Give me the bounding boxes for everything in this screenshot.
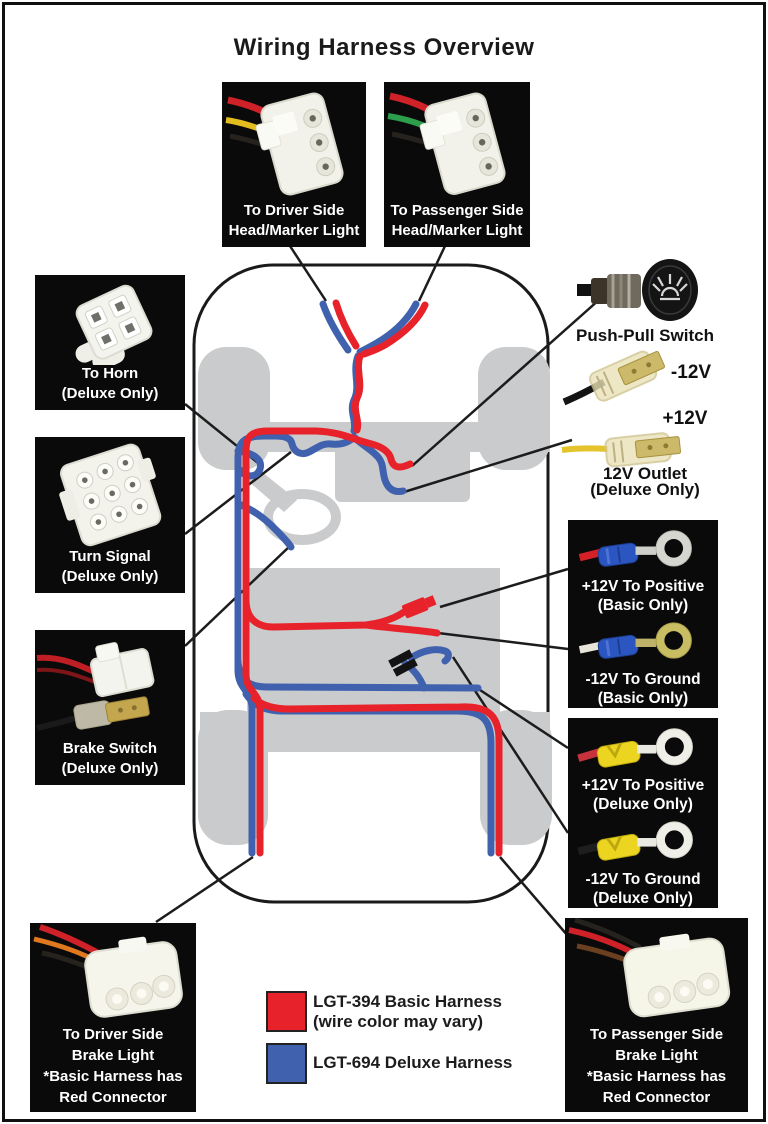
legend-swatch-basic	[266, 991, 307, 1032]
red-wire-descent	[351, 352, 364, 434]
callout-line-12v-outlet	[403, 438, 573, 494]
switch-terminal	[577, 284, 593, 296]
passenger-brake-connector-photo	[568, 918, 731, 1018]
blue-wire-headlight-right	[356, 300, 420, 356]
driver-head-label: To Driver Side Head/Marker Light	[228, 202, 360, 239]
passenger-brake-label: To Passenger Side Brake Light *Basic Har…	[586, 1026, 727, 1106]
callout-line-passenger-head	[417, 245, 447, 302]
deluxe-ground-label: -12V To Ground (Deluxe Only)	[585, 871, 701, 907]
callout-box-turn-signal: Turn Signal (Deluxe Only)	[35, 437, 185, 593]
red-wire-engine-branch-up	[242, 596, 408, 631]
basic-positive-ring-photo	[578, 530, 692, 567]
red-wire-main	[242, 427, 414, 857]
red-basic-harness-wire	[242, 299, 503, 857]
brake-switch-label: Brake Switch (Deluxe Only)	[61, 740, 159, 777]
legend-deluxe-text: LGT-694 Deluxe Harness	[313, 1053, 513, 1072]
callout-line-passenger-brake	[499, 856, 569, 937]
switch-knob	[642, 259, 698, 321]
passenger-head-label: To Passenger Side Head/Marker Light	[390, 202, 524, 239]
red-bullet-connector-icon	[402, 595, 437, 619]
pos-12v-label: +12V	[662, 408, 708, 429]
callout-box-passenger-brake-light: To Passenger Side Brake Light *Basic Har…	[565, 918, 748, 1112]
turn-signal-connector-photo	[59, 443, 162, 547]
driver-brake-connector-photo	[33, 924, 183, 1018]
callout-box-horn: To Horn (Deluxe Only)	[35, 275, 185, 410]
12v-outlet-label: 12V Outlet (Deluxe Only)	[590, 464, 700, 499]
red-wire-headlight-right	[360, 301, 429, 358]
callout-box-driver-brake-light: To Driver Side Brake Light *Basic Harnes…	[30, 923, 196, 1112]
callout-box-driver-head-light: To Driver Side Head/Marker Light	[222, 82, 366, 247]
red-wire-engine-branch-end	[362, 621, 441, 637]
basic-positive-label: +12V To Positive (Basic Only)	[581, 578, 705, 615]
callout-line-basic-positive	[439, 567, 569, 609]
callout-box-passenger-head-light: To Passenger Side Head/Marker Light	[384, 82, 530, 247]
push-pull-switch-label: Push-Pull Switch	[576, 326, 714, 345]
steering-wheel	[263, 489, 341, 545]
blue-wire-headlight-left	[319, 300, 352, 354]
basic-ground-ring-photo	[578, 622, 692, 660]
blue-wire-connector-stub-b	[407, 646, 452, 665]
callout-box-deluxe-ring-terminals: +12V To Positive (Deluxe Only) -12V To G…	[568, 718, 718, 908]
callout-box-basic-ring-terminals: +12V To Positive (Basic Only) -12V To Gr…	[568, 520, 718, 708]
push-pull-switch-photo	[577, 259, 698, 321]
page-title: Wiring Harness Overview	[233, 34, 535, 61]
neg-12v-spade-photo	[562, 350, 665, 406]
callout-line-basic-ground	[437, 631, 569, 651]
callout-line-push-pull	[411, 298, 601, 467]
callout-line-driver-head	[288, 245, 328, 302]
deluxe-positive-label: +12V To Positive (Deluxe Only)	[581, 777, 705, 814]
brake-switch-connector-photo	[36, 642, 155, 731]
callout-line-driver-brake	[155, 855, 254, 924]
callout-box-brake-switch: Brake Switch (Deluxe Only)	[35, 630, 185, 785]
yellow-wire	[561, 445, 609, 453]
legend-swatch-deluxe	[266, 1043, 307, 1084]
red-wire-rear	[250, 694, 503, 857]
neg-12v-label: -12V	[670, 362, 712, 383]
pos-12v-spade-photo	[561, 432, 682, 468]
callout-line-deluxe-positive	[479, 688, 569, 750]
turn-signal-label: Turn Signal (Deluxe Only)	[61, 548, 159, 585]
headlight-glyph	[652, 274, 688, 301]
black-connector-icon	[388, 649, 418, 677]
driver-brake-label: To Driver Side Brake Light *Basic Harnes…	[43, 1026, 183, 1106]
passenger-head-connector-photo	[387, 92, 506, 195]
deluxe-ground-ring-photo	[577, 821, 693, 862]
horn-connector-photo	[75, 284, 153, 365]
horn-label: To Horn (Deluxe Only)	[61, 365, 159, 402]
blue-wire-main	[234, 432, 407, 857]
basic-ground-label: -12V To Ground (Basic Only)	[585, 671, 701, 707]
legend-basic-text: LGT-394 Basic Harness (wire color may va…	[313, 992, 502, 1031]
driver-head-connector-photo	[225, 92, 344, 196]
red-wire-headlight-left	[332, 299, 360, 350]
deluxe-positive-ring-photo	[577, 728, 693, 768]
